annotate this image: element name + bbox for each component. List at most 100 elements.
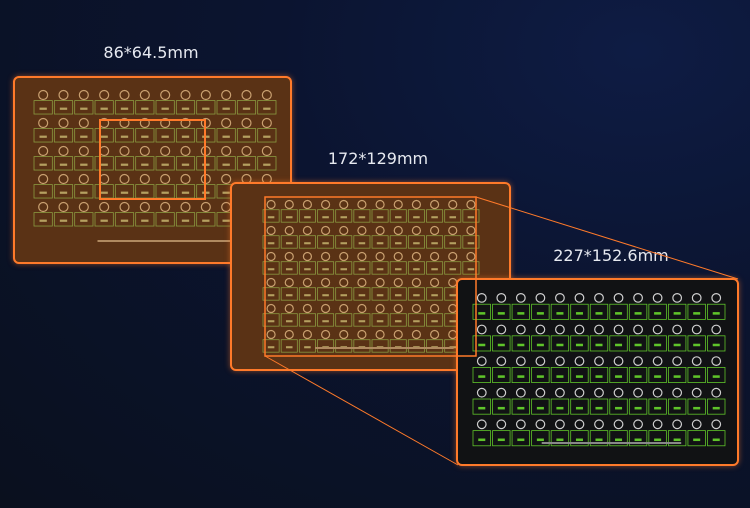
detection-box [426,313,444,327]
part-ring [78,89,89,101]
part-ring [266,225,276,236]
detection-box [196,212,216,227]
detection-box [298,209,316,223]
part-label-mark [340,216,348,219]
detection-box [280,287,298,301]
part-ring [535,293,546,303]
part-ring [302,329,313,340]
detection-box [550,398,570,415]
part-label-mark [654,438,662,442]
part-label-mark [595,438,603,442]
detection-box [94,212,114,227]
part-ring [535,419,546,430]
part-label-mark [322,216,329,219]
part-ring [302,277,313,288]
detection-box [353,235,371,249]
part-ring [357,225,367,236]
part-label-mark [431,294,438,297]
detection-box [353,313,371,327]
part-ring [58,89,69,101]
part-label-mark [181,219,190,222]
detection-box [531,335,550,352]
part-label-mark [80,135,88,138]
part-ring [476,356,487,366]
detection-box [298,339,316,353]
part-ring [99,145,110,157]
part-ring [119,173,130,185]
part-label-mark [100,191,108,194]
detection-box [262,209,280,223]
part-label-mark [449,242,457,245]
part-label-mark [394,242,402,245]
part-label-mark [322,242,329,245]
part-label-mark [431,216,438,219]
part-label-mark [615,343,623,347]
part-label-mark [556,406,564,410]
part-ring [476,324,487,335]
detection-box [74,128,94,143]
part-label-mark [376,242,384,245]
part-label-mark [285,216,293,219]
part-label-mark [575,343,583,347]
part-ring [119,117,130,129]
part-ring [38,89,49,101]
detection-box [426,261,444,275]
detection-box [114,156,135,171]
tray-edge-highlight [97,240,235,242]
detection-box [707,303,726,320]
part-label-mark [340,294,348,297]
part-ring [448,199,458,210]
part-label-mark [654,343,662,347]
part-label-mark [222,163,230,166]
part-ring [411,303,422,314]
part-label-mark [267,320,275,323]
part-label-mark [285,268,293,271]
detection-box [33,128,53,143]
detection-box [389,209,407,223]
detection-box [298,261,316,275]
part-ring [535,356,546,366]
part-label-mark [615,375,623,378]
detection-box [389,339,407,353]
part-label-mark [556,312,564,315]
part-ring [339,277,349,288]
part-label-mark [634,438,642,442]
part-label-mark [536,438,544,442]
part-ring [672,356,683,366]
part-ring [466,199,476,210]
detection-box [426,287,444,301]
detection-box [196,156,216,171]
part-ring [357,199,367,210]
part-label-mark [413,268,420,271]
detection-box [53,156,74,171]
part-label-mark [712,438,720,442]
part-label-mark [242,107,251,110]
part-label-mark [80,191,88,194]
part-ring [221,89,232,101]
part-ring [339,303,349,314]
part-label-mark [478,312,486,315]
detection-box [280,209,298,223]
part-label-mark [536,343,544,347]
part-ring [58,173,69,185]
detection-box [589,398,609,415]
part-label-mark [80,107,88,110]
part-ring [78,201,89,213]
detection-box [570,303,589,320]
part-ring [594,387,604,398]
part-ring [476,387,487,398]
part-label-mark [693,438,701,442]
detection-box [550,335,570,352]
detection-box [511,335,531,352]
part-ring [261,145,272,157]
part-label-mark [478,375,486,378]
part-ring [691,356,702,366]
part-label-mark [712,406,720,410]
detection-box [94,156,114,171]
part-label-mark [120,219,129,222]
part-label-mark [467,242,475,245]
detection-box [570,430,589,447]
detection-box [648,367,667,383]
part-ring [613,356,624,366]
detection-box [444,261,462,275]
